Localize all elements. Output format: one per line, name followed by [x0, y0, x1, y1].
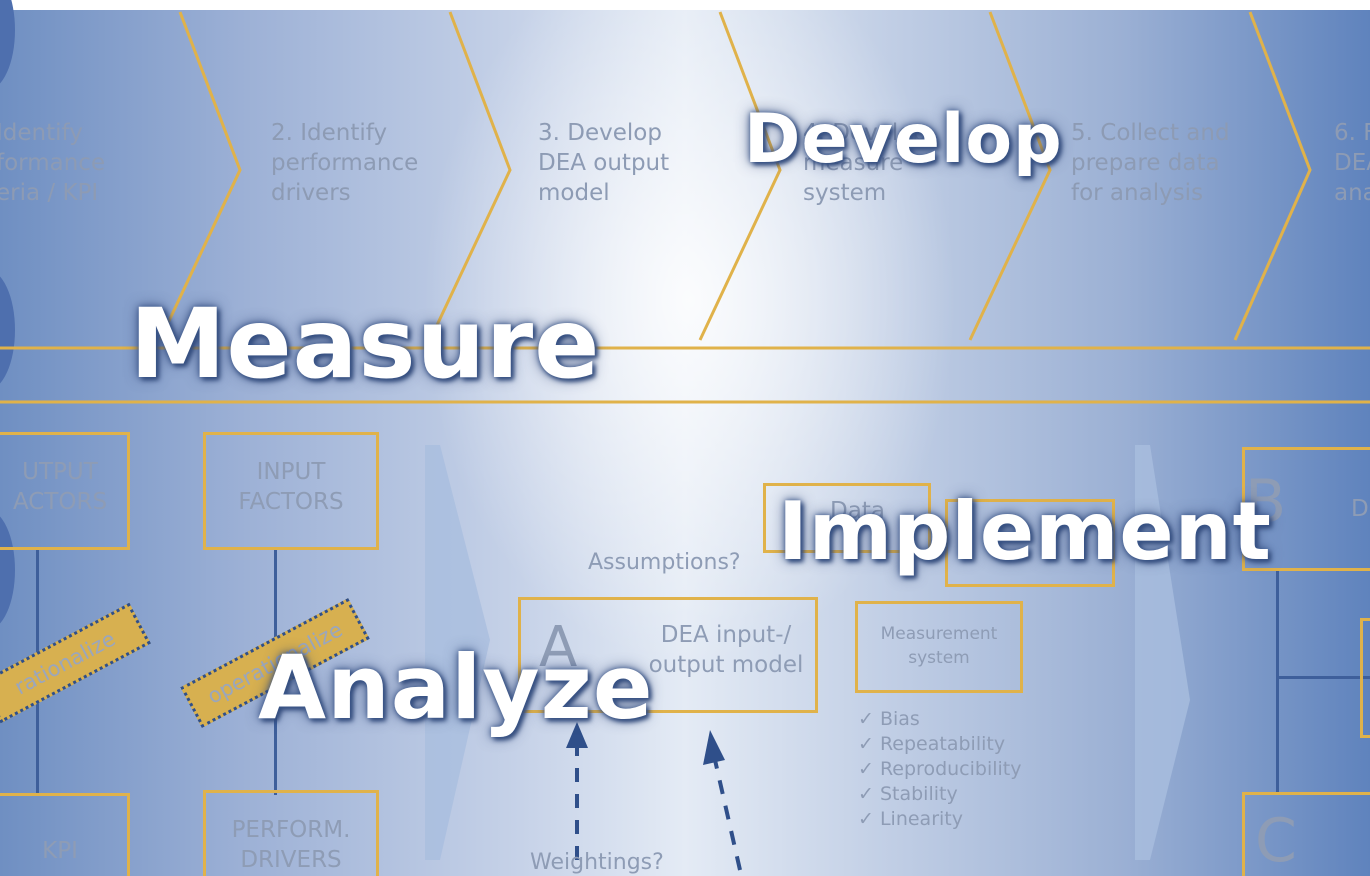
analyze-word: Analyze	[258, 636, 654, 739]
right-small-box	[1360, 618, 1370, 738]
right-c-letter: C	[1255, 806, 1297, 876]
connector-line	[1276, 571, 1279, 793]
measurement-system-box: Measurement system	[855, 601, 1023, 693]
step-6-label: 6. F DEA ana	[1334, 120, 1370, 206]
measure-word: Measure	[130, 288, 601, 400]
design-box	[945, 499, 1115, 587]
step-3-label: 3. Develop DEA output model	[538, 120, 670, 206]
checklist-item: ✓ Reproducibility	[858, 758, 1022, 780]
input-factors-box: INPUT FACTORS	[203, 432, 379, 550]
perform-drivers-box: PERFORM. DRIVERS	[203, 790, 379, 876]
dea-model-label: DEA input-/ output model	[648, 622, 804, 678]
right-c-box: C	[1242, 792, 1370, 876]
right-b-box: B DE	[1242, 447, 1370, 571]
connector-line	[1276, 676, 1370, 679]
step-1-label: Identify formance eria / KPI	[0, 120, 106, 206]
dea-model-letter: A	[539, 615, 578, 680]
step-4-label: 4. Develop measure system	[803, 120, 927, 206]
implement-word: Implement	[778, 485, 1272, 578]
left-arc	[0, 270, 15, 390]
top-white-band	[0, 0, 1370, 10]
checklist-item: ✓ Bias	[858, 708, 920, 730]
left-arc	[0, 510, 15, 630]
step-5-label: 5. Collect and prepare data for analysis	[1071, 120, 1230, 206]
step-2-label: 2. Identify performance drivers	[271, 120, 419, 206]
data-box: Data	[763, 483, 931, 553]
assumptions-label: Assumptions?	[588, 550, 741, 575]
right-b-letter: B	[1245, 467, 1287, 537]
measurement-checklist: ✓ Bias ✓ Repeatability ✓ Reproducibility…	[858, 707, 1022, 832]
checklist-item: ✓ Repeatability	[858, 733, 1006, 755]
weightings-label: Weightings?	[530, 850, 664, 875]
output-factors-box: UTPUT ACTORS	[0, 432, 130, 550]
develop-word: Develop	[744, 100, 1063, 179]
checklist-item: ✓ Stability	[858, 783, 958, 805]
kpi-box: KPI	[0, 793, 130, 876]
checklist-item: ✓ Linearity	[858, 808, 963, 830]
right-de-label: DE	[1351, 496, 1370, 522]
dea-model-box: A DEA input-/ output model	[518, 597, 818, 713]
